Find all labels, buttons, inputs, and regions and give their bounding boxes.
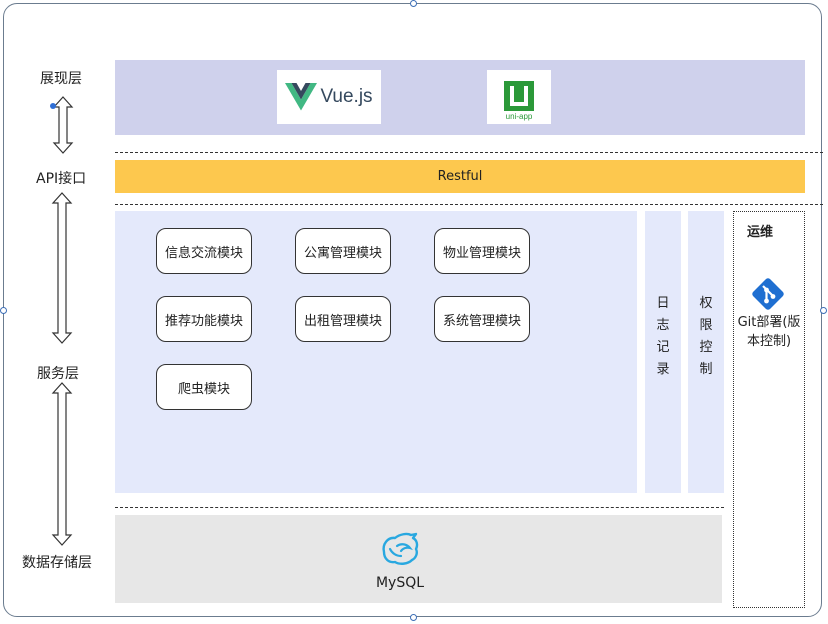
resize-handle-top[interactable] [410,0,417,7]
presentation-band [115,60,805,135]
double-arrow-presentation-api [52,96,74,154]
double-arrow-service-storage [51,382,73,546]
storage-layer-label: 数据存储层 [22,555,92,571]
restful-label: Restful [437,169,483,184]
separator-service-storage [115,507,724,508]
module-property-management: 物业管理模块 [434,228,530,274]
git-icon [752,278,784,310]
module-recommendation: 推荐功能模块 [156,296,252,342]
resize-handle-left[interactable] [0,307,7,314]
separator-presentation-api [115,152,823,153]
double-arrow-api-service [51,192,73,344]
resize-handle-right[interactable] [820,307,827,314]
git-label: Git部署(版 本控制) [737,315,801,349]
storage-band [115,515,722,603]
module-crawler: 爬虫模块 [156,364,252,410]
presentation-layer-label: 展现层 [40,71,82,87]
auth-column: 权 限 控 制 [688,211,724,493]
module-apartment-management: 公寓管理模块 [295,228,391,274]
ops-box [733,211,805,608]
mysql-dolphin-icon [382,532,419,565]
log-column: 日 志 记 录 [645,211,681,493]
api-layer-label: API接口 [36,171,87,187]
uniapp-label: uni-app [505,112,533,121]
auth-label: 权 限 控 制 [699,296,713,377]
vue-label: Vue.js [320,86,373,107]
service-layer-label: 服务层 [37,366,79,382]
vue-icon [285,83,318,111]
separator-api-service [115,204,823,205]
selection-dot [50,103,56,109]
restful-band: Restful [115,160,805,193]
uniapp-icon [504,81,534,111]
resize-handle-bottom[interactable] [410,614,417,621]
log-label: 日 志 记 录 [656,296,670,377]
uniapp-logo-card: uni-app [487,70,551,124]
module-rental-management: 出租管理模块 [295,296,391,342]
module-info-exchange: 信息交流模块 [156,228,252,274]
ops-title: 运维 [747,225,774,240]
vue-logo-card: Vue.js [277,70,381,124]
mysql-label: MySQL [375,575,425,591]
module-system-management: 系统管理模块 [434,296,530,342]
